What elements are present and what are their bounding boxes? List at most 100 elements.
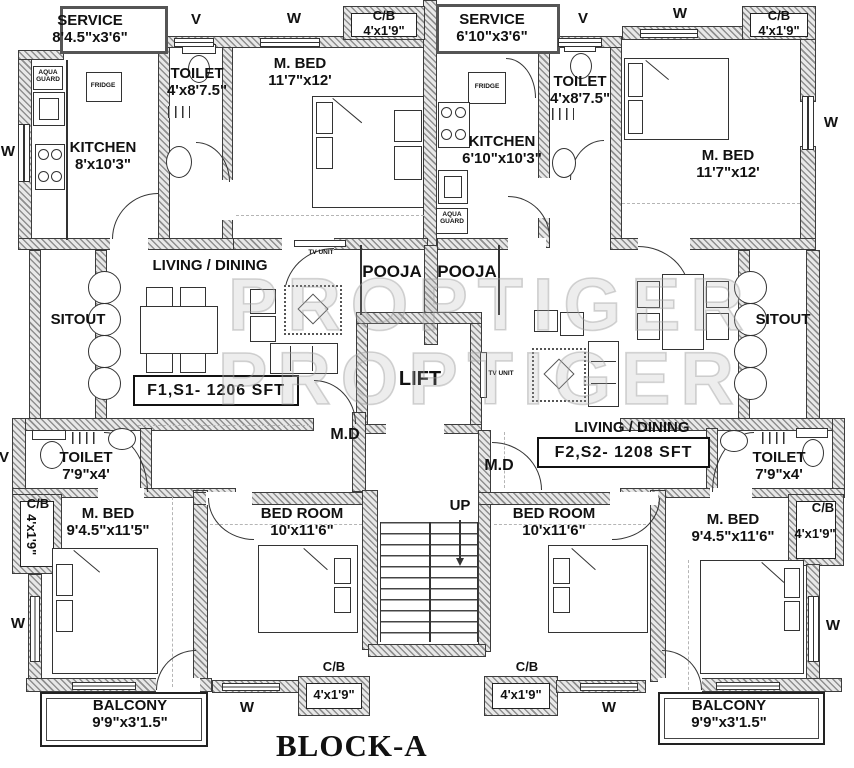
room-name: C/B	[811, 500, 835, 515]
pillow	[553, 587, 570, 613]
room-dims: 8'4.5"x3'6"	[52, 28, 128, 46]
marker-text: W	[10, 615, 26, 632]
label-cb-balcony-left-dims: 4'x1'9"	[313, 687, 355, 703]
room-name: C/B	[767, 8, 791, 23]
area-text: F2,S2- 1208 SFT	[554, 443, 693, 461]
wall	[362, 490, 378, 650]
room-dims: 4'x1'9"	[758, 22, 800, 38]
room-name: POOJA	[437, 262, 497, 281]
window-marker: W	[826, 617, 840, 635]
label-cb-balcony-right-dims: 4'x1'9"	[500, 687, 541, 703]
door-arc	[208, 498, 254, 540]
room-dims: 4'x1'9"	[313, 687, 355, 702]
label-toilet-bottom-left: TOILET 7'9"x4'	[59, 449, 113, 484]
room-dims: 9'9"x3'1.5"	[691, 713, 767, 731]
chair	[146, 353, 173, 373]
door-opening	[710, 488, 752, 498]
service-enclosure	[60, 6, 168, 54]
annotation: TV UNIT	[308, 249, 334, 256]
burner	[441, 129, 452, 140]
wall	[368, 644, 486, 657]
room-dims: 4'x8'7.5"	[549, 89, 611, 107]
kitchen-sink-basin	[444, 176, 462, 198]
wall	[29, 250, 41, 420]
door-arc	[314, 380, 356, 424]
rug	[284, 285, 342, 335]
tv-unit	[480, 352, 487, 398]
window-marker: W	[672, 5, 688, 23]
label-service-left: SERVICE 8'4.5"x3'6"	[52, 12, 128, 47]
label-bedroom-right: BED ROOM 10'x11'6"	[513, 505, 596, 540]
dashed-line	[236, 215, 424, 216]
label-fridge-right: FRIDGE	[475, 83, 500, 90]
room-name: LIVING / DINING	[152, 257, 268, 274]
vent-marker: V	[0, 449, 10, 467]
shower-marks	[552, 108, 574, 120]
marker-text: W	[672, 5, 688, 22]
aqua-guard-box	[33, 66, 63, 90]
fridge-box	[468, 72, 506, 104]
room-dims: 11'7"x12'	[696, 163, 760, 181]
label-toilet-top-left: TOILET 4'x8'7.5"	[166, 65, 228, 100]
cupboard-box	[20, 501, 54, 567]
marker-text: V	[577, 10, 589, 27]
balcony	[40, 692, 208, 747]
wall	[146, 238, 246, 250]
wash-basin	[166, 146, 192, 178]
room-name: C/B	[322, 659, 346, 674]
wall-line	[498, 245, 500, 315]
door-opening	[98, 488, 144, 498]
chair	[637, 313, 660, 340]
room-dims: 11'7"x12'	[268, 71, 332, 89]
label-sitout-right: SITOUT	[756, 311, 811, 329]
window-marker: W	[602, 699, 616, 717]
label-living-left: LIVING / DINING	[152, 257, 268, 275]
room-name: TOILET	[59, 449, 113, 466]
label-kitchen-right: KITCHEN 6'10"x10'3"	[462, 133, 542, 168]
chair	[534, 310, 558, 332]
room-name: C/B	[26, 496, 50, 511]
cupboard-box	[750, 13, 808, 37]
burner	[455, 129, 466, 140]
room-dims: 4'x8'7.5"	[166, 81, 228, 99]
fridge-box	[86, 72, 122, 102]
wall	[423, 0, 437, 250]
sofa-cushion-line	[290, 346, 292, 371]
window-symbol	[716, 682, 780, 690]
label-up: UP	[450, 497, 471, 515]
balcony	[658, 692, 825, 745]
room-dims: 8'x10'3"	[75, 155, 131, 173]
marker-text: V	[0, 449, 10, 466]
marker-text: W	[239, 699, 255, 716]
burner	[51, 171, 62, 182]
label-cb-bottom-left: C/B	[26, 496, 50, 512]
balcony-inner-line	[664, 698, 819, 739]
window-marker: W	[0, 143, 16, 161]
room-dims: 7'9"x4'	[755, 465, 803, 483]
sitout-column	[88, 335, 121, 368]
up-arrow	[459, 520, 461, 560]
door-arc	[156, 650, 196, 690]
label-cb-top-left: C/B 4'x1'9"	[363, 8, 405, 38]
burner	[441, 107, 452, 118]
pillow	[628, 63, 643, 97]
service-enclosure	[436, 4, 560, 54]
label-pooja-left: POOJA	[362, 262, 422, 281]
room-name: C/B	[515, 659, 539, 674]
room-dims: 4'x1'9"	[363, 22, 405, 38]
label-main-door-right: M.D	[484, 457, 513, 475]
dashed-line	[172, 497, 173, 687]
cupboard-box	[306, 683, 362, 709]
window-symbol	[580, 683, 638, 691]
annotation: TV UNIT	[488, 370, 514, 377]
chair	[146, 287, 173, 307]
chair	[180, 353, 206, 373]
annotation: FRIDGE	[90, 82, 116, 89]
shower-marks	[72, 432, 96, 444]
wall	[800, 146, 816, 248]
marker-text: W	[0, 143, 16, 160]
dashed-line	[138, 425, 310, 426]
annotation: FRIDGE	[474, 83, 500, 90]
label-kitchen-left: KITCHEN 8'x10'3"	[70, 139, 137, 174]
